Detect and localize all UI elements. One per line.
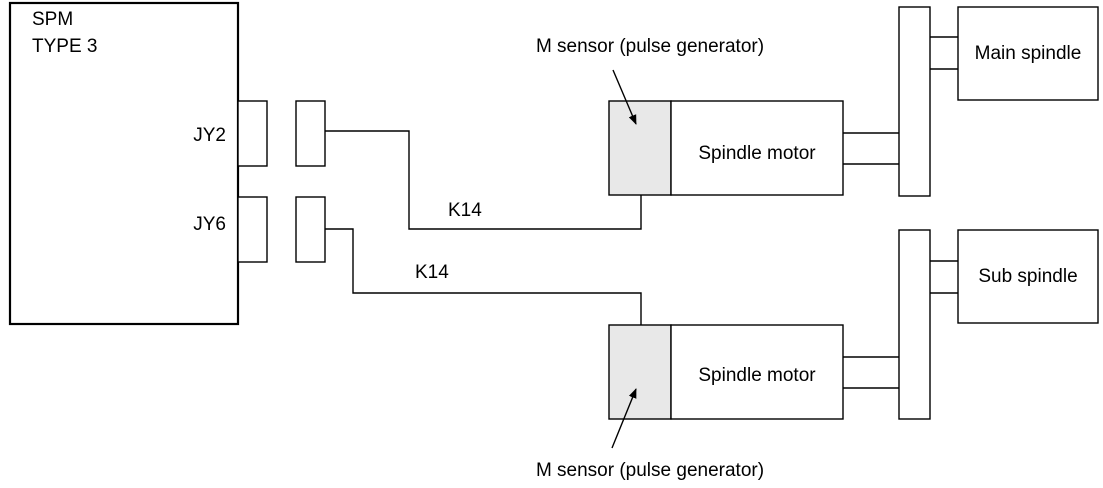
jy2-label: JY2 (193, 125, 226, 146)
m-sensor-lower-arrow (611, 388, 637, 449)
spindle-motor-lower (670, 324, 844, 420)
spindle-motor-lower-label: Spindle motor (698, 365, 816, 386)
cable-k14-lower (325, 228, 642, 325)
cable-k14-upper (325, 130, 642, 230)
m-sensor-upper (608, 100, 672, 196)
jy2-plug (295, 100, 326, 167)
jy6-connector (237, 196, 268, 263)
spm-unit-box (8, 1, 240, 326)
spm-type-label: TYPE 3 (32, 36, 97, 57)
sub-spindle-box (957, 229, 1099, 324)
m-sensor-upper-label: M sensor (pulse generator) (536, 36, 764, 57)
jy2-connector (237, 100, 268, 167)
spindle-motor-upper-label: Spindle motor (698, 143, 816, 164)
cable-k14-upper-label: K14 (448, 200, 482, 221)
cable-k14-lower-label: K14 (415, 262, 449, 283)
m-sensor-upper-arrow (612, 69, 637, 125)
jy6-label: JY6 (193, 214, 226, 235)
main-spindle-label: Main spindle (975, 43, 1082, 64)
main-spindle-column (898, 6, 931, 197)
sub-spindle-label: Sub spindle (978, 266, 1077, 287)
jy6-plug (295, 196, 326, 263)
m-sensor-lower (608, 324, 672, 420)
sub-spindle-column (898, 229, 931, 420)
main-spindle-box (957, 6, 1099, 101)
spindle-motor-upper (670, 100, 844, 196)
spm-label: SPM (32, 9, 73, 30)
m-sensor-lower-label: M sensor (pulse generator) (536, 460, 764, 481)
